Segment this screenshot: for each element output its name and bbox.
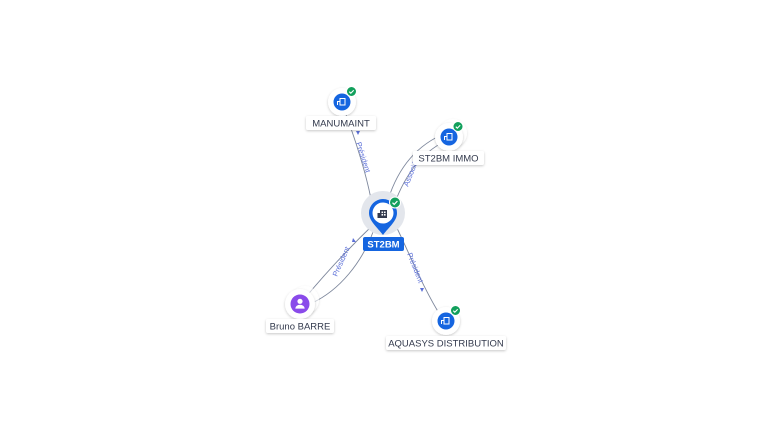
node-label: ST2BM IMMO bbox=[418, 154, 478, 165]
edge-st2bm-aquasys[interactable] bbox=[395, 225, 443, 319]
edge-label: Président bbox=[354, 141, 373, 175]
arrow-icon bbox=[352, 238, 356, 242]
person-icon bbox=[295, 298, 305, 309]
building-icon bbox=[337, 98, 346, 106]
node-label-box bbox=[266, 319, 334, 333]
node-manumaint[interactable]: MANUMAINT bbox=[306, 86, 376, 131]
node-label-box bbox=[306, 116, 376, 130]
arrow-icon bbox=[420, 288, 424, 292]
center-node[interactable]: ST2BM bbox=[361, 191, 405, 251]
building-icon bbox=[377, 210, 387, 218]
node-aquasys-distribution[interactable]: AQUASYS DISTRIBUTION bbox=[386, 305, 506, 351]
node-label: Bruno BARRE bbox=[270, 322, 331, 333]
node-label-box bbox=[386, 336, 506, 350]
verified-badge bbox=[346, 86, 357, 97]
verified-badge bbox=[450, 305, 461, 316]
node-label: MANUMAINT bbox=[312, 119, 370, 130]
edge-arrows bbox=[352, 131, 424, 292]
verified-badge bbox=[389, 196, 401, 209]
node-label-box bbox=[413, 151, 484, 165]
node-bruno-barre[interactable]: Bruno BARRE bbox=[266, 286, 334, 333]
edge-label: Président bbox=[405, 251, 426, 285]
node-st2bm-immo[interactable]: ST2BM IMMO bbox=[413, 119, 484, 165]
node-label: AQUASYS DISTRIBUTION bbox=[388, 339, 504, 350]
center-label: ST2BM bbox=[367, 240, 399, 251]
arrow-icon bbox=[356, 131, 360, 135]
building-icon bbox=[444, 133, 453, 141]
center-label-box bbox=[363, 237, 404, 251]
building-icon bbox=[441, 317, 450, 325]
edge-label: Président bbox=[331, 244, 352, 277]
verified-badge bbox=[452, 121, 464, 132]
